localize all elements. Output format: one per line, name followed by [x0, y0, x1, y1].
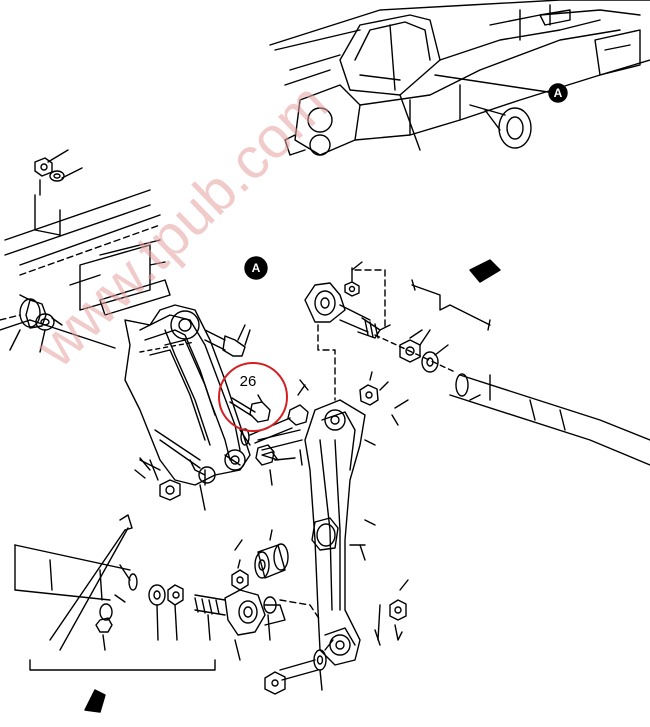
bracket-bolt-upper: [139, 324, 251, 357]
callout-26-highlight: [218, 362, 288, 432]
support-bracket: [124, 304, 251, 511]
view-a-marker: [244, 256, 268, 280]
callout-26-label: 26: [240, 373, 257, 390]
upper-right-nut: [399, 279, 491, 373]
top-left-nut: [34, 149, 83, 182]
lower-right-nut: [374, 579, 409, 646]
center-bolts: [239, 379, 309, 486]
connecting-link: [304, 399, 376, 666]
left-nut-washer: [0, 294, 63, 353]
upper-mount-bracket: [0, 179, 171, 349]
right-shaft: [374, 334, 650, 466]
center-right-nut: [359, 371, 409, 426]
lower-spacer: [231, 529, 289, 591]
callout-26-bolt: [229, 394, 271, 423]
lower-rod-end: [194, 589, 321, 661]
lower-left-nuts: [49, 514, 184, 651]
lower-left-shaft: [14, 544, 131, 603]
lower-assembly-bracket: [29, 659, 216, 671]
pointing-hand-right: [469, 259, 501, 283]
view-a-marker-top: [548, 83, 568, 103]
view-a-label-top: A: [554, 86, 563, 100]
view-a-label: A: [252, 261, 261, 275]
bracket-lower-nut: [134, 457, 181, 501]
lower-bolt: [264, 639, 334, 695]
upper-rod-end: [304, 261, 391, 401]
helicopter-illustration: [269, 0, 650, 156]
pointing-hand-bottom: [84, 689, 106, 713]
